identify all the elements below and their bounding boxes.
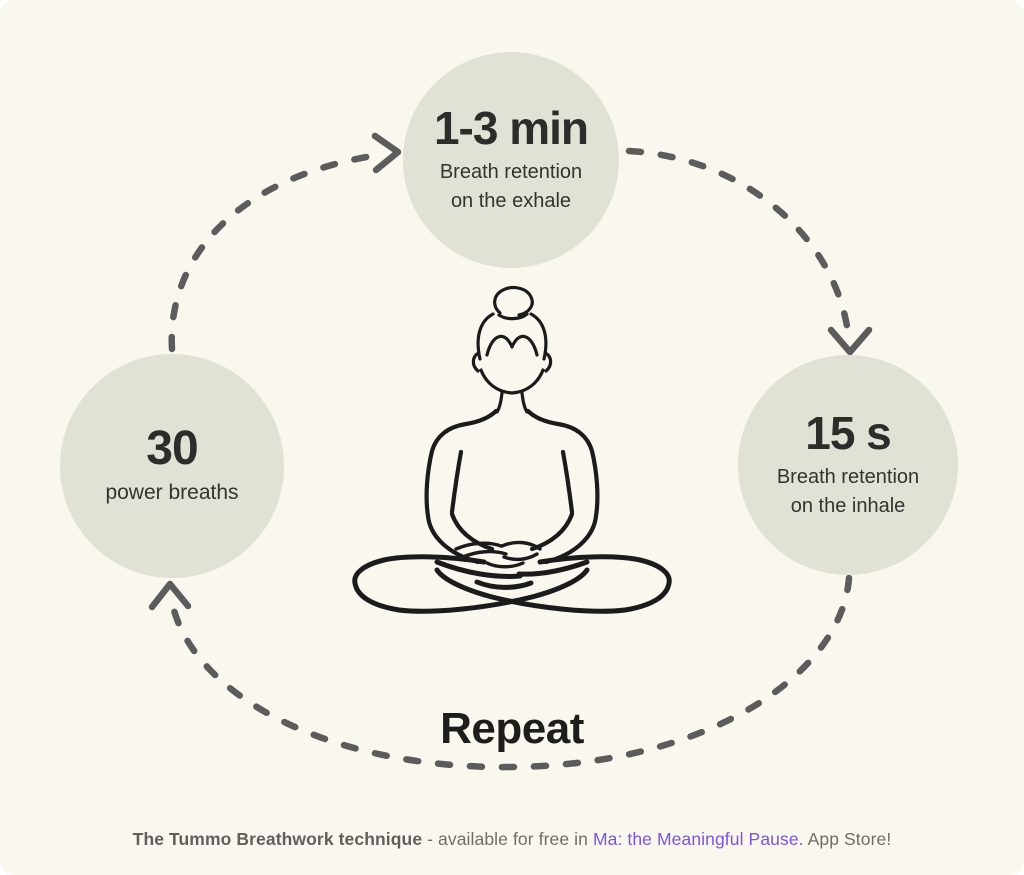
- step-value: 1-3 min: [433, 101, 589, 154]
- step-label: Breath retention on the exhale: [439, 161, 583, 213]
- meditator-hands: [454, 540, 542, 569]
- dashed-arrow-right-to-left-repeat: [148, 574, 853, 771]
- dashed-arrow-top-to-right: [625, 147, 873, 356]
- footer-suffix: App Store!: [803, 829, 892, 849]
- meditator-crossed-legs: [352, 554, 672, 614]
- step-breath-retention-exhale: 1-3 min Breath retention on the exhale: [403, 52, 619, 268]
- step-label: Breath retention on the inhale: [776, 466, 920, 518]
- repeat-label: Repeat: [440, 704, 584, 753]
- step-power-breaths: 30 power breaths: [60, 354, 284, 578]
- meditating-person-illustration: [352, 286, 672, 614]
- dashed-arrow-left-to-top: [168, 132, 402, 353]
- step-label: power breaths: [105, 480, 239, 504]
- technique-name: The Tummo Breathwork technique: [132, 829, 423, 849]
- step-breath-retention-inhale: 15 s Breath retention on the inhale: [738, 355, 958, 575]
- footer-caption: The Tummo Breathwork technique - availab…: [0, 829, 1024, 850]
- meditator-head: [471, 286, 553, 414]
- step-value: 30: [146, 421, 198, 475]
- footer-text: - available for free in: [422, 829, 593, 849]
- app-name-link: Ma: the Meaningful Pause.: [592, 829, 804, 849]
- meditator-torso-arms: [424, 408, 600, 565]
- step-value: 15 s: [805, 406, 892, 459]
